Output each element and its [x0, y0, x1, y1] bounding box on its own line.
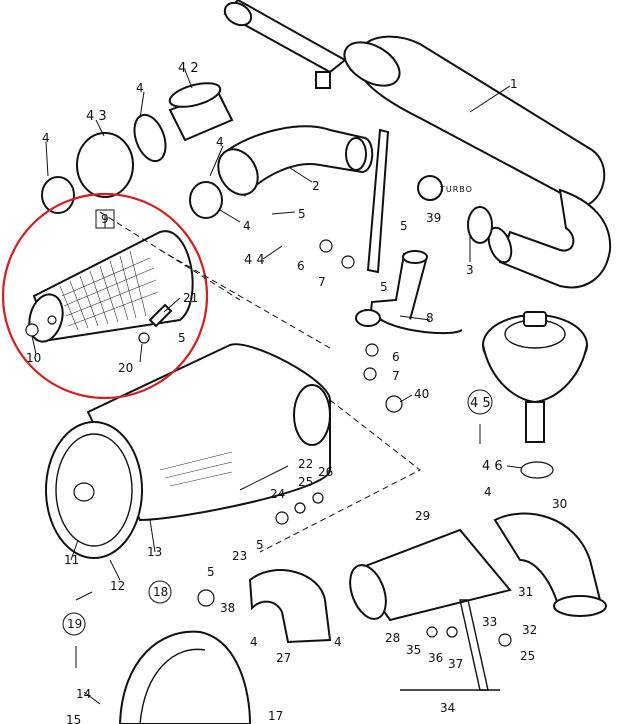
callout-42: 4 2 — [178, 61, 199, 76]
callout-2: 2 — [312, 179, 320, 193]
callout-5: 5 — [380, 280, 388, 294]
clamps — [41, 82, 493, 327]
callout-6: 6 — [297, 259, 305, 273]
callout-4: 4 — [250, 635, 258, 649]
callout-36: 36 — [428, 651, 443, 665]
callout-24: 24 — [270, 487, 285, 501]
callout-45-circle — [467, 389, 493, 415]
highlight-circle — [1, 192, 209, 400]
callout-19: 19 — [67, 617, 82, 631]
callout-4: 4 — [136, 81, 144, 95]
callout-35: 35 — [406, 643, 421, 657]
leader-lines — [31, 69, 523, 705]
callout-5: 5 — [178, 331, 186, 345]
callout-5: 5 — [256, 538, 264, 552]
callout-34: 34 — [440, 701, 455, 715]
callout-28: 28 — [385, 631, 400, 645]
callout-5: 5 — [207, 565, 215, 579]
callout-26: 26 — [318, 465, 333, 479]
callout-25: 25 — [520, 649, 535, 663]
callout-27: 27 — [276, 651, 291, 665]
elbow-pipe — [368, 250, 463, 335]
callout-19-circle — [62, 612, 86, 636]
callout-1: 1 — [510, 77, 518, 91]
callout-30: 30 — [552, 497, 567, 511]
callout-13: 13 — [147, 545, 162, 559]
callout-4: 4 — [243, 219, 251, 233]
callout-6: 6 — [392, 350, 400, 364]
callout-33: 33 — [482, 615, 497, 629]
callout-5: 5 — [298, 207, 306, 221]
callout-8: 8 — [426, 311, 434, 325]
filter-cover — [118, 630, 252, 724]
callout-37: 37 — [448, 657, 463, 671]
callout-21: 21 — [183, 291, 198, 305]
muffler — [223, 0, 612, 289]
callout-7: 7 — [318, 275, 326, 289]
callout-25: 25 — [298, 475, 313, 489]
callout-4: 4 — [484, 485, 492, 499]
callouts: 1 2 3 4 4 4 4 4 4 4 5 5 5 5 5 5 6 6 7 7 … — [26, 61, 567, 724]
callout-20: 20 — [118, 361, 133, 375]
callout-31: 31 — [518, 585, 533, 599]
callout-7: 7 — [392, 369, 400, 383]
callout-39: 39 — [426, 211, 441, 225]
callout-23: 23 — [232, 549, 247, 563]
air-cleaner-housing — [45, 343, 331, 559]
callout-4: 4 — [216, 135, 224, 149]
filter-element — [25, 230, 194, 344]
lower-intake-hoses — [248, 512, 607, 644]
turbo-hose — [217, 125, 390, 274]
callout-10: 10 — [26, 351, 41, 365]
callout-40: 40 — [414, 387, 429, 401]
callout-17: 17 — [268, 709, 283, 723]
callout-3: 3 — [466, 263, 474, 277]
turbo-label: TURBO — [439, 185, 473, 194]
bracket-hardware — [197, 239, 512, 691]
callout-44: 4 4 — [244, 253, 265, 268]
callout-11: 11 — [64, 553, 79, 567]
callout-38: 38 — [220, 601, 235, 615]
callout-4: 4 — [334, 635, 342, 649]
callout-32: 32 — [522, 623, 537, 637]
callout-29: 29 — [415, 509, 430, 523]
callout-46: 4 6 — [482, 459, 503, 474]
callout-9: 9 — [101, 212, 109, 226]
callout-15: 15 — [66, 713, 81, 724]
assembly-lines — [99, 211, 421, 553]
pre-cleaner — [482, 311, 588, 479]
callout-5: 5 — [400, 219, 408, 233]
callout-43: 4 3 — [86, 109, 107, 124]
callout-45: 4 5 — [470, 396, 491, 411]
callout-14: 14 — [76, 687, 91, 701]
callout-12: 12 — [110, 579, 125, 593]
callout-22: 22 — [298, 457, 313, 471]
callout-9-box — [95, 209, 115, 229]
callout-18-circle — [148, 580, 172, 604]
callout-18: 18 — [153, 585, 168, 599]
callout-4: 4 — [42, 131, 50, 145]
